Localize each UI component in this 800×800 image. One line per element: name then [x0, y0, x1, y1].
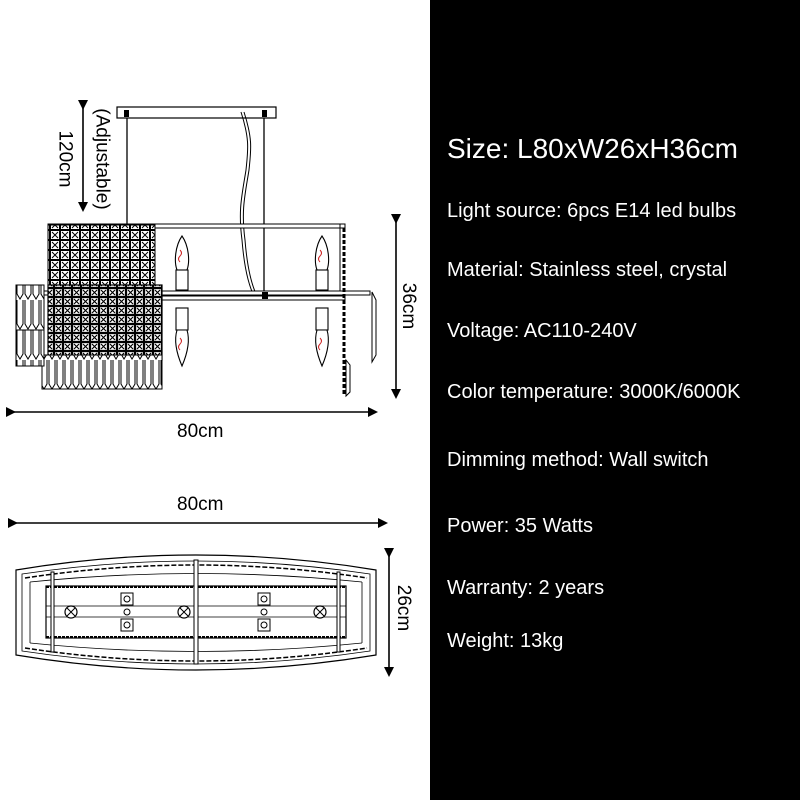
diagram-panel: 120cm (Adjustable) 36cm 80cm 80cm 26cm	[6, 100, 420, 677]
bulb-icon	[175, 307, 189, 368]
specs-panel: Size: L80xW26xH36cm Light source: 6pcs E…	[430, 0, 800, 800]
spec-size: Size: L80xW26xH36cm	[447, 133, 739, 164]
ceiling-canopy	[116, 106, 277, 119]
spec-warranty: Warranty: 2 years	[447, 577, 605, 599]
spec-material: Material: Stainless steel, crystal	[447, 259, 728, 281]
top-view	[8, 518, 394, 677]
front-width-label: 80cm	[177, 421, 224, 442]
spec-light-source: Light source: 6pcs E14 led bulbs	[447, 200, 737, 222]
spec-voltage: Voltage: AC110-240V	[447, 320, 637, 342]
depth-label: 26cm	[393, 584, 415, 632]
cord-length-label: 120cm	[54, 130, 76, 188]
spec-dimming: Dimming method: Wall switch	[447, 449, 709, 471]
top-width-label: 80cm	[177, 494, 224, 515]
chandelier-drawing	[6, 100, 401, 677]
bulb-icon	[174, 235, 190, 291]
height-label: 36cm	[398, 282, 420, 330]
spec-power: Power: 35 Watts	[447, 515, 593, 537]
bulb-icon	[314, 235, 330, 291]
spec-weight: Weight: 13kg	[447, 630, 564, 652]
bulb-icon	[315, 307, 329, 368]
front-view	[6, 100, 401, 417]
cord-adjustable-note: (Adjustable)	[91, 108, 113, 210]
spec-color-temperature: Color temperature: 3000K/6000K	[447, 381, 741, 403]
